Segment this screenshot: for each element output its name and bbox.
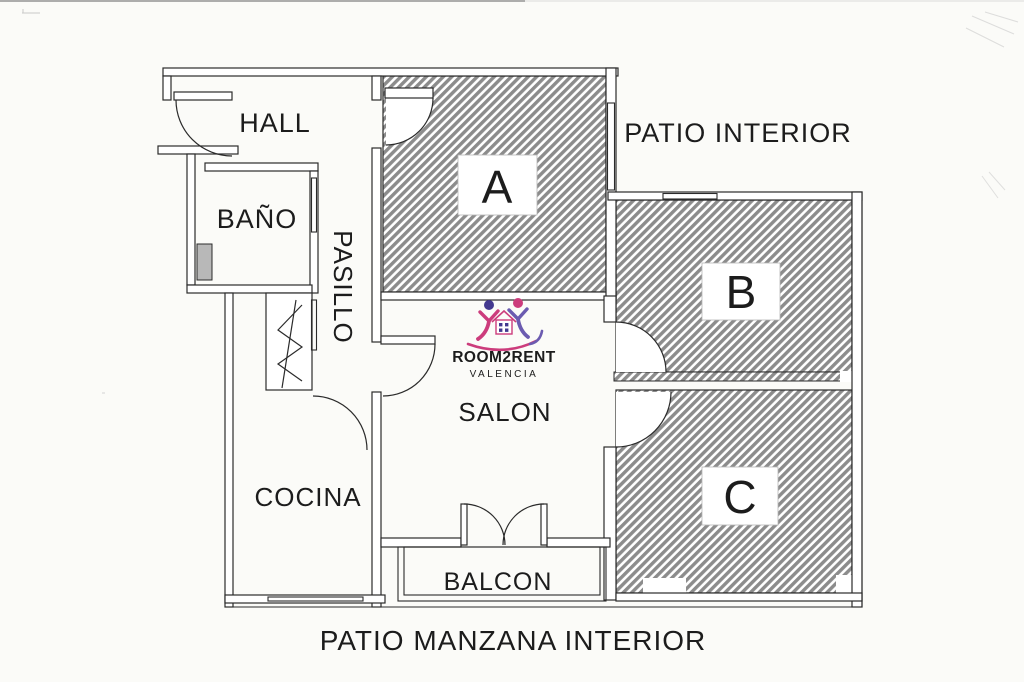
divider-end-notch: [840, 371, 854, 382]
wall-right-outer: [851, 191, 863, 608]
site-boundary: [225, 200, 863, 608]
wall-a-bottom: [380, 291, 617, 301]
wall-pasillo-right: [371, 147, 382, 343]
door-carveouts: [386, 98, 852, 593]
salon-door-arc: [382, 343, 436, 397]
logo-city: VALENCIA: [470, 369, 539, 380]
room-c-label-box: [701, 466, 779, 526]
wall-cocina-left: [224, 292, 234, 608]
label-cocina: COCINA: [254, 482, 361, 512]
room-a-label-box: [457, 154, 538, 216]
room-a-door-arc: [385, 97, 434, 146]
wall-b-top: [607, 191, 863, 201]
logo-house-icon: [491, 309, 517, 335]
wall-hall-bottom: [157, 145, 239, 155]
label-room-a: A: [482, 161, 513, 213]
balcon-door-leaf-left: [460, 503, 468, 546]
logo-swoosh-tail: [528, 329, 544, 346]
wall-salon-right-lower: [603, 446, 617, 601]
room-b-door-arc: [615, 321, 667, 373]
label-pasillo: PASILLO: [328, 230, 358, 343]
balcon-door-leaf-right: [540, 503, 548, 546]
balcon-door-arc-left: [463, 503, 506, 546]
wall-salon-right-upper: [603, 295, 617, 323]
logo-person-left-icon: [476, 300, 500, 341]
entrance-door-leaf: [173, 91, 233, 101]
window-room-b: [662, 192, 718, 200]
wall-bano-left: [186, 153, 196, 286]
wall-cocina-right: [371, 391, 382, 608]
wall-salon-bottom-right: [546, 537, 611, 548]
room-c-corner-notch: [836, 575, 852, 593]
room-a-door-swing: [386, 98, 433, 145]
room-b-door-swing: [616, 322, 666, 372]
room-a-door-leaf: [384, 87, 434, 99]
scan-artifacts: [0, 0, 1024, 394]
label-patio-interior: PATIO INTERIOR: [624, 118, 852, 148]
logo-name: ROOM2RENT: [452, 349, 556, 366]
room-c-bottom-notch: [643, 578, 686, 593]
wall-bano-top: [204, 162, 319, 172]
entrance-door-arc: [175, 99, 233, 157]
room-c-door-swing: [616, 392, 671, 447]
logo: ROOM2RENT VALENCIA: [452, 298, 556, 380]
wall-salon-bottom-left: [380, 537, 462, 548]
label-salon: SALON: [458, 397, 551, 427]
label-hall: HALL: [239, 108, 311, 138]
logo-person-right-icon: [507, 298, 530, 339]
wall-c-bottom: [615, 592, 863, 602]
doors: [173, 87, 672, 546]
wall-top: [162, 67, 619, 77]
label-bano: BAÑO: [217, 203, 298, 234]
bano-window: [196, 243, 213, 281]
label-room-b: B: [726, 266, 757, 318]
balcon-outline-inner: [403, 546, 601, 596]
wall-bano-bottom: [186, 284, 313, 294]
bano-sliding-door: [310, 177, 318, 233]
wall-b-c-divider: [613, 371, 855, 382]
salon-door-leaf: [380, 335, 436, 345]
window-cocina: [267, 596, 364, 602]
wall-cocina-bottom: [224, 594, 386, 604]
label-patio-manzana: PATIO MANZANA INTERIOR: [320, 625, 707, 656]
wall-left-upper: [162, 75, 172, 101]
cocina-door-arc: [312, 395, 368, 451]
walls: [157, 67, 863, 608]
window-room-a: [606, 102, 616, 191]
balcon-door-arc-right: [502, 503, 545, 546]
labels: HALL BAÑO PASILLO A B C PATIO INTERIOR S…: [217, 108, 852, 656]
closet-symbol: [276, 299, 304, 389]
label-room-c: C: [723, 471, 756, 523]
label-balcon: BALCON: [444, 568, 553, 596]
closet-door-mark: [310, 299, 318, 351]
room-b-label-box: [701, 262, 781, 321]
room-letter-boxes: [457, 154, 781, 526]
room-c-door-arc: [615, 391, 672, 448]
wall-pasillo-right-upper: [371, 75, 382, 101]
